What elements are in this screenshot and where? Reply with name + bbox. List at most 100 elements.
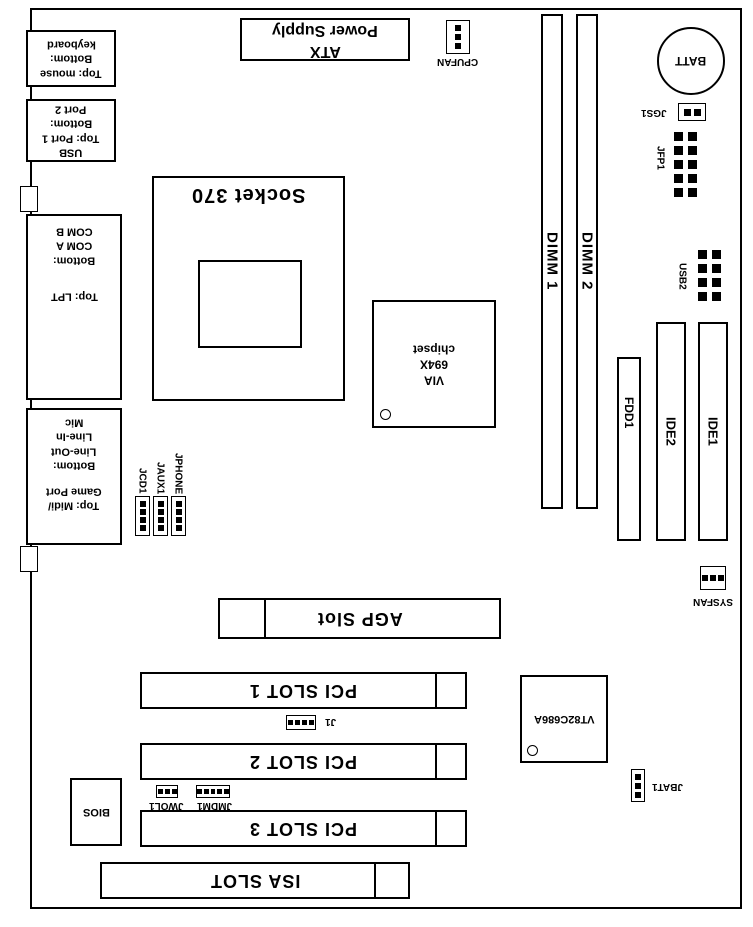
jmdm1-header — [196, 785, 230, 798]
jfp1-header — [674, 132, 697, 197]
usb-port-box: Port 2 Bottom: Top: Port 1 USB — [26, 99, 116, 162]
socket-370-label: Socket 370 — [191, 184, 306, 206]
jphone-header — [171, 496, 186, 536]
bracket-tab — [20, 186, 38, 212]
dimm1-slot: DIMM 1 — [541, 14, 563, 509]
dimm2-slot: DIMM 2 — [576, 14, 598, 509]
pci-slot-1-label: PCI SLOT 1 — [249, 681, 358, 701]
audio-port-box: Mic Line-In Line-Out Bottom: Game Port T… — [26, 408, 122, 545]
jcd1-label-box: JCD1 — [134, 444, 150, 494]
dimm1-label: DIMM 1 — [543, 232, 561, 291]
jmdm1-label-box: JMDM1 — [190, 799, 240, 812]
bracket-tab — [20, 546, 38, 572]
fdd1-label: FDD1 — [622, 397, 636, 429]
pci-slot-3-label: PCI SLOT 3 — [249, 819, 358, 839]
bios-chip: BIOS — [70, 778, 122, 846]
audio-label: Mic — [64, 416, 84, 429]
ide1-connector: IDE1 — [698, 322, 728, 541]
via-chipset: chipset 694X VIA — [372, 300, 496, 428]
usb-port-label: Port 2 — [55, 103, 87, 116]
sysfan-header — [700, 566, 726, 590]
pin1-dot — [380, 409, 391, 420]
pin1-dot — [527, 745, 538, 756]
jbat1-label-box: JBAT1 — [646, 779, 688, 793]
socket-370-inner — [198, 260, 302, 348]
ps2-port-box: keyboard Bottom: Top: mouse — [26, 30, 116, 87]
ide2-label: IDE2 — [663, 417, 679, 446]
bios-label: BIOS — [82, 806, 110, 818]
cpufan-header — [446, 20, 470, 54]
agp-slot-label: AGP Slot — [316, 609, 403, 629]
usb2-header — [698, 250, 721, 301]
sysfan-label: SYSFAN — [692, 595, 733, 607]
slot-key-divider — [435, 745, 437, 778]
via-chipset-label: VIA — [423, 373, 444, 388]
jfp1-label: JFP1 — [654, 146, 666, 170]
usb-port-label: Top: Port 1 — [42, 131, 100, 144]
ide2-connector: IDE2 — [656, 322, 686, 541]
ps2-port-label: keyboard — [46, 38, 96, 51]
fdd1-connector: FDD1 — [617, 357, 641, 541]
cpufan-label-box: CPUFAN — [424, 54, 492, 68]
com-lpt-label: COM B — [55, 225, 93, 238]
sysfan-label-box: SYSFAN — [686, 594, 740, 608]
jaux1-label: JAUX1 — [154, 461, 166, 494]
pci-slot-1: PCI SLOT 1 — [140, 672, 467, 709]
jphone-label: JPHONE — [172, 452, 184, 494]
j1-label: J1 — [325, 715, 337, 727]
atx-label: Power Supply — [272, 21, 378, 39]
atx-label: ATX — [309, 42, 341, 60]
jphone-label-box: JPHONE — [170, 444, 186, 494]
jbat1-header — [631, 769, 645, 802]
via-chipset-label: 694X — [419, 357, 449, 372]
slot-key-divider — [435, 812, 437, 845]
jcd1-header — [135, 496, 150, 536]
jcd1-label: JCD1 — [136, 468, 148, 494]
audio-label: Line-Out — [51, 444, 97, 457]
isa-slot-label: ISA SLOT — [209, 871, 301, 891]
jwol1-header — [156, 785, 178, 798]
vt82c686a-label: VT82C686A — [533, 713, 595, 725]
battery: BATT — [657, 27, 725, 95]
vt82c686a-chip: VT82C686A — [520, 675, 608, 763]
pci-slot-2: PCI SLOT 2 — [140, 743, 467, 780]
com-lpt-label: COM A — [55, 239, 93, 252]
ps2-port-label: Top: mouse — [40, 66, 102, 79]
game-port-label: Top: Midi/ — [48, 499, 100, 512]
atx-power-connector: Power Supply ATX — [240, 18, 410, 61]
com-lpt-port-box: COM B COM A Bottom: Top: LPT — [26, 214, 122, 400]
jgs1-label: JGS1 — [641, 107, 667, 118]
lpt-label: Top: LPT — [50, 290, 98, 303]
audio-label: Line-In — [55, 430, 93, 443]
jaux1-label-box: JAUX1 — [152, 444, 168, 494]
ps2-port-label: Bottom: — [49, 52, 93, 65]
j1-header — [286, 715, 316, 730]
jwol1-label: JWOL1 — [148, 800, 184, 811]
usb2-label: USB2 — [676, 262, 688, 290]
slot-key-divider — [374, 864, 376, 897]
usb-port-label: USB — [59, 146, 83, 159]
jaux1-header — [153, 496, 168, 536]
jwol1-label-box: JWOL1 — [142, 799, 190, 812]
battery-label: BATT — [675, 54, 707, 68]
jfp1-label-box: JFP1 — [652, 134, 668, 182]
slot-key-divider — [435, 674, 437, 707]
jgs1-label-box: JGS1 — [634, 105, 674, 120]
game-port-label: Game Port — [46, 485, 102, 498]
usb2-label-box: USB2 — [674, 252, 690, 300]
dimm2-label: DIMM 2 — [578, 232, 596, 291]
via-chipset-label: chipset — [412, 342, 455, 357]
ide1-label: IDE1 — [705, 417, 721, 446]
jgs1-header — [678, 103, 706, 121]
pci-slot-2-label: PCI SLOT 2 — [249, 752, 358, 772]
usb-port-label: Bottom: — [49, 117, 93, 130]
slot-key-divider — [264, 600, 266, 637]
com-lpt-label: Bottom: — [52, 253, 96, 266]
j1-label-box: J1 — [320, 713, 342, 729]
socket-370: Socket 370 — [152, 176, 345, 401]
pci-slot-3: PCI SLOT 3 — [140, 810, 467, 847]
agp-slot: AGP Slot — [218, 598, 501, 639]
jbat1-label: JBAT1 — [651, 780, 683, 792]
jmdm1-label: JMDM1 — [197, 800, 233, 811]
